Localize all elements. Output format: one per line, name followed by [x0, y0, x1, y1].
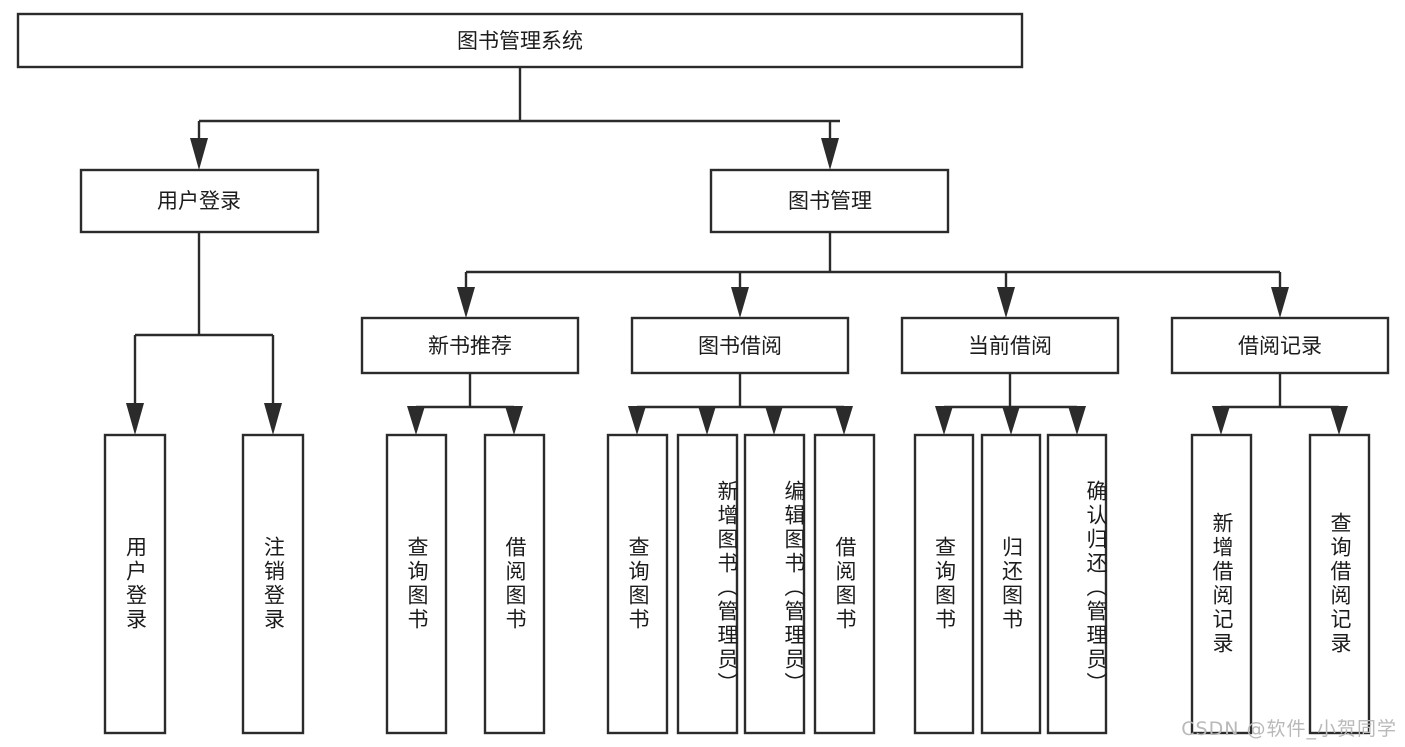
node-borrow-record[interactable]	[1170, 316, 1390, 375]
node-leaf-user-login[interactable]	[103, 433, 167, 735]
arrowhead-user-login	[190, 138, 208, 170]
arrowhead-book-management	[821, 138, 839, 170]
arrowhead-current-borrow	[997, 287, 1015, 318]
node-user-login-label: 用户登录	[157, 189, 241, 213]
arrowhead-leaf-borrow-book-recommend	[505, 406, 523, 435]
node-current-borrow[interactable]	[900, 316, 1120, 375]
arrowhead-leaf-confirm-return-admin	[1068, 406, 1086, 435]
connector-layer	[126, 67, 1348, 435]
node-root[interactable]	[16, 12, 1024, 69]
node-leaf-query-book-borrow[interactable]	[606, 433, 669, 735]
arrowhead-borrow-record	[1271, 287, 1289, 318]
node-leaf-logout[interactable]	[241, 433, 305, 735]
node-book-management-label: 图书管理	[788, 189, 872, 213]
node-layer: 图书管理系统 用户登录 图书管理 新书推荐 图书借阅 当前借阅 借阅记录	[16, 12, 1390, 735]
node-leaf-query-book-recommend[interactable]	[385, 433, 448, 735]
arrowhead-leaf-query-book-current	[935, 406, 953, 435]
node-leaf-add-book-admin[interactable]	[676, 433, 739, 735]
arrowhead-leaf-edit-book-admin	[765, 406, 783, 435]
arrowhead-leaf-query-book-borrow	[628, 406, 646, 435]
node-leaf-query-borrow-record[interactable]	[1308, 433, 1371, 735]
arrowhead-leaf-logout	[264, 403, 282, 435]
node-leaf-edit-book-admin[interactable]	[743, 433, 806, 735]
node-leaf-borrow-book-recommend[interactable]	[483, 433, 546, 735]
node-leaf-confirm-return-admin[interactable]	[1046, 433, 1108, 735]
node-root-label: 图书管理系统	[457, 29, 583, 53]
arrowhead-leaf-borrow-book	[835, 406, 853, 435]
node-book-management[interactable]	[709, 168, 950, 234]
node-borrow-record-label: 借阅记录	[1238, 334, 1322, 358]
arrowhead-new-book-recommend	[457, 287, 475, 318]
arrowhead-leaf-add-borrow-record	[1212, 406, 1230, 435]
arrowhead-leaf-query-borrow-record	[1330, 406, 1348, 435]
arrowhead-leaf-add-book-admin	[698, 406, 716, 435]
arrowhead-leaf-return-book	[1002, 406, 1020, 435]
node-user-login[interactable]	[79, 168, 320, 234]
node-leaf-return-book[interactable]	[980, 433, 1042, 735]
arrowhead-leaf-query-book-recommend	[407, 406, 425, 435]
arrowhead-book-borrow	[731, 287, 749, 318]
node-leaf-borrow-book[interactable]	[813, 433, 876, 735]
csdn-watermark: CSDN @软件_小贺同学	[1181, 718, 1397, 740]
node-leaf-query-book-current[interactable]	[913, 433, 975, 735]
node-new-book-recommend-label: 新书推荐	[428, 334, 512, 358]
node-book-borrow-label: 图书借阅	[698, 334, 782, 358]
node-new-book-recommend[interactable]	[360, 316, 580, 375]
node-book-borrow[interactable]	[630, 316, 850, 375]
node-leaf-add-borrow-record[interactable]	[1190, 433, 1253, 735]
arrowhead-leaf-user-login	[126, 403, 144, 435]
node-current-borrow-label: 当前借阅	[968, 334, 1052, 358]
